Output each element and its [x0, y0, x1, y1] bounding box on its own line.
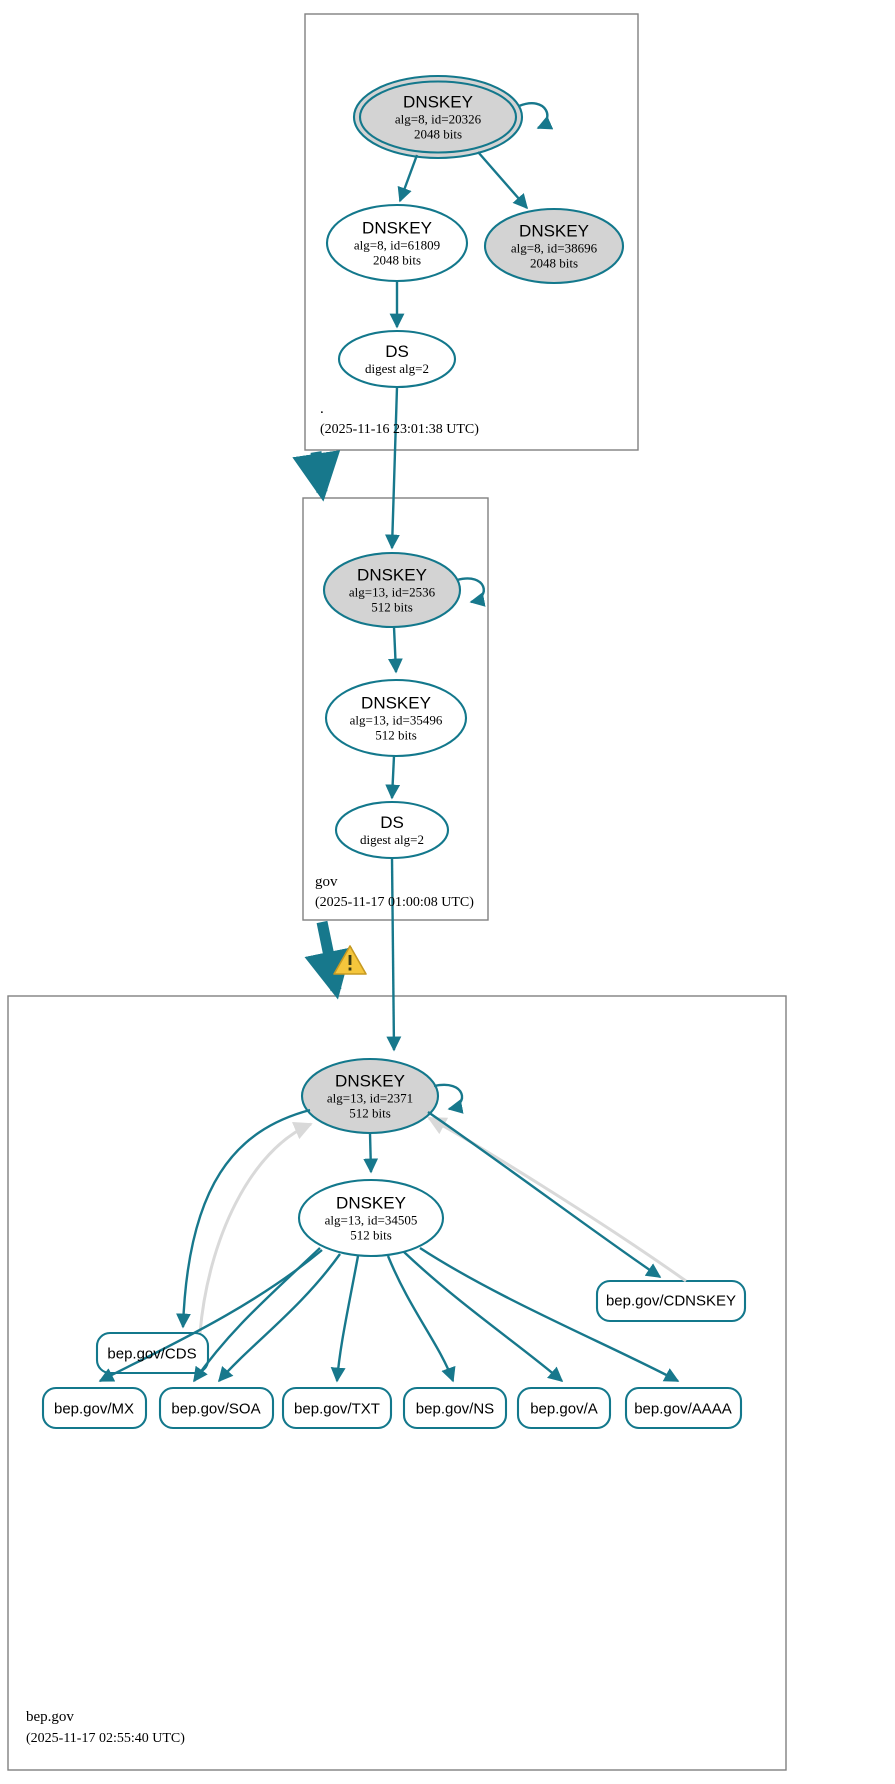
- zone-timestamp-bepgov: (2025-11-17 02:55:40 UTC): [26, 1731, 185, 1746]
- edge-bep-zsk-to-a: [403, 1251, 564, 1382]
- zone-box-root: [304, 13, 639, 451]
- rrset-label-txt: bep.gov/TXT: [294, 1400, 380, 1418]
- node-rrset-cdnskey[interactable]: [597, 1281, 745, 1321]
- edge-gov-zsk-to-ds: [385, 755, 401, 800]
- edge-gov-ksk-selfsign: [456, 577, 486, 607]
- node-root-key3: [483, 207, 625, 285]
- zone-label-gov: gov: [315, 874, 338, 890]
- node-rr-cdnskey: [595, 1279, 747, 1323]
- rrset-label-mx: bep.gov/MX: [53, 1400, 135, 1418]
- edge-root-ksk-to-zsk: [397, 154, 419, 203]
- node-bep-zsk[interactable]: [299, 1180, 443, 1256]
- rrset-label-ns: bep.gov/NS: [415, 1400, 495, 1418]
- node-rrset-a[interactable]: [518, 1388, 610, 1428]
- node-root-ds[interactable]: [339, 331, 455, 387]
- node-rr-ns: [402, 1386, 508, 1430]
- node-rrset-ns[interactable]: [404, 1388, 506, 1428]
- zone-label-root: .: [320, 401, 324, 417]
- node-bep-ksk[interactable]: [302, 1059, 438, 1133]
- node-gov-ksk[interactable]: [324, 553, 460, 627]
- node-gov-zsk[interactable]: [326, 680, 466, 756]
- node-gov-ksk: [322, 551, 462, 629]
- rrset-label-cdnskey: bep.gov/CDNSKEY: [605, 1292, 737, 1310]
- zone-timestamp-root: (2025-11-16 23:01:38 UTC): [320, 422, 479, 437]
- zone-box-bepgov: [7, 995, 787, 1771]
- node-rr-a: [516, 1386, 612, 1430]
- node-root-ksk-inner: [358, 80, 518, 154]
- node-rr-aaaa: [624, 1386, 743, 1430]
- edge-root-ds-to-gov-ksk: [384, 386, 400, 550]
- node-rrset-txt[interactable]: [283, 1388, 391, 1428]
- warning-icon[interactable]: [333, 945, 367, 975]
- zone-label-bepgov: bep.gov: [26, 1709, 74, 1725]
- zone-timestamp-gov: (2025-11-17 01:00:08 UTC): [315, 895, 474, 910]
- node-rrset-aaaa[interactable]: [626, 1388, 741, 1428]
- edge-cds-to-bep-ksk-grey: [198, 1122, 313, 1334]
- node-rr-soa: [158, 1386, 275, 1430]
- node-root-zsk[interactable]: [327, 205, 467, 281]
- edge-gov-ksk-to-zsk: [387, 626, 403, 674]
- node-rr-cds: [95, 1331, 210, 1375]
- node-gov-ds[interactable]: [336, 802, 448, 858]
- node-root-key3[interactable]: [485, 209, 623, 283]
- node-rrset-mx[interactable]: [43, 1388, 146, 1428]
- rrset-label-aaaa: bep.gov/AAAA: [634, 1400, 732, 1418]
- edge-bep-zsk-to-ns: [386, 1255, 456, 1383]
- edge-root-ksk-selfsign: [518, 102, 554, 130]
- node-bep-zsk: [297, 1178, 445, 1258]
- rrset-label-a: bep.gov/A: [530, 1400, 598, 1418]
- edge-gov-to-bepgov-delegation: [304, 920, 352, 1000]
- edge-bep-ksk-to-zsk: [363, 1132, 379, 1174]
- edge-bep-zsk-to-mx: [98, 1249, 323, 1383]
- node-rr-mx: [41, 1386, 148, 1430]
- edge-cdnskey-to-bep-ksk-grey: [427, 1116, 687, 1283]
- node-rr-txt: [281, 1386, 393, 1430]
- edge-bep-ksk-to-cdnskey: [427, 1111, 662, 1278]
- edge-gov-ds-to-bep-ksk: [386, 857, 402, 1052]
- edge-bep-zsk-to-aaaa: [419, 1246, 680, 1383]
- rrset-label-soa: bep.gov/SOA: [171, 1400, 261, 1418]
- edge-root-ksk-to-key3: [477, 151, 528, 210]
- edge-root-to-gov-delegation: [292, 450, 341, 502]
- edge-bep-zsk-to-soa: [218, 1253, 341, 1383]
- node-gov-zsk: [324, 678, 468, 758]
- node-root-ksk[interactable]: [354, 76, 522, 158]
- edge-bep-zsk-to-txt: [330, 1255, 360, 1383]
- node-rrset-cds[interactable]: [97, 1333, 208, 1373]
- edge-bep-ksk-to-cds: [176, 1108, 311, 1329]
- zone-box-gov: [302, 497, 489, 921]
- node-rrset-soa[interactable]: [160, 1388, 273, 1428]
- edge-bep-ksk-selfsign: [433, 1083, 464, 1114]
- rrset-label-cds: bep.gov/CDS: [107, 1345, 197, 1363]
